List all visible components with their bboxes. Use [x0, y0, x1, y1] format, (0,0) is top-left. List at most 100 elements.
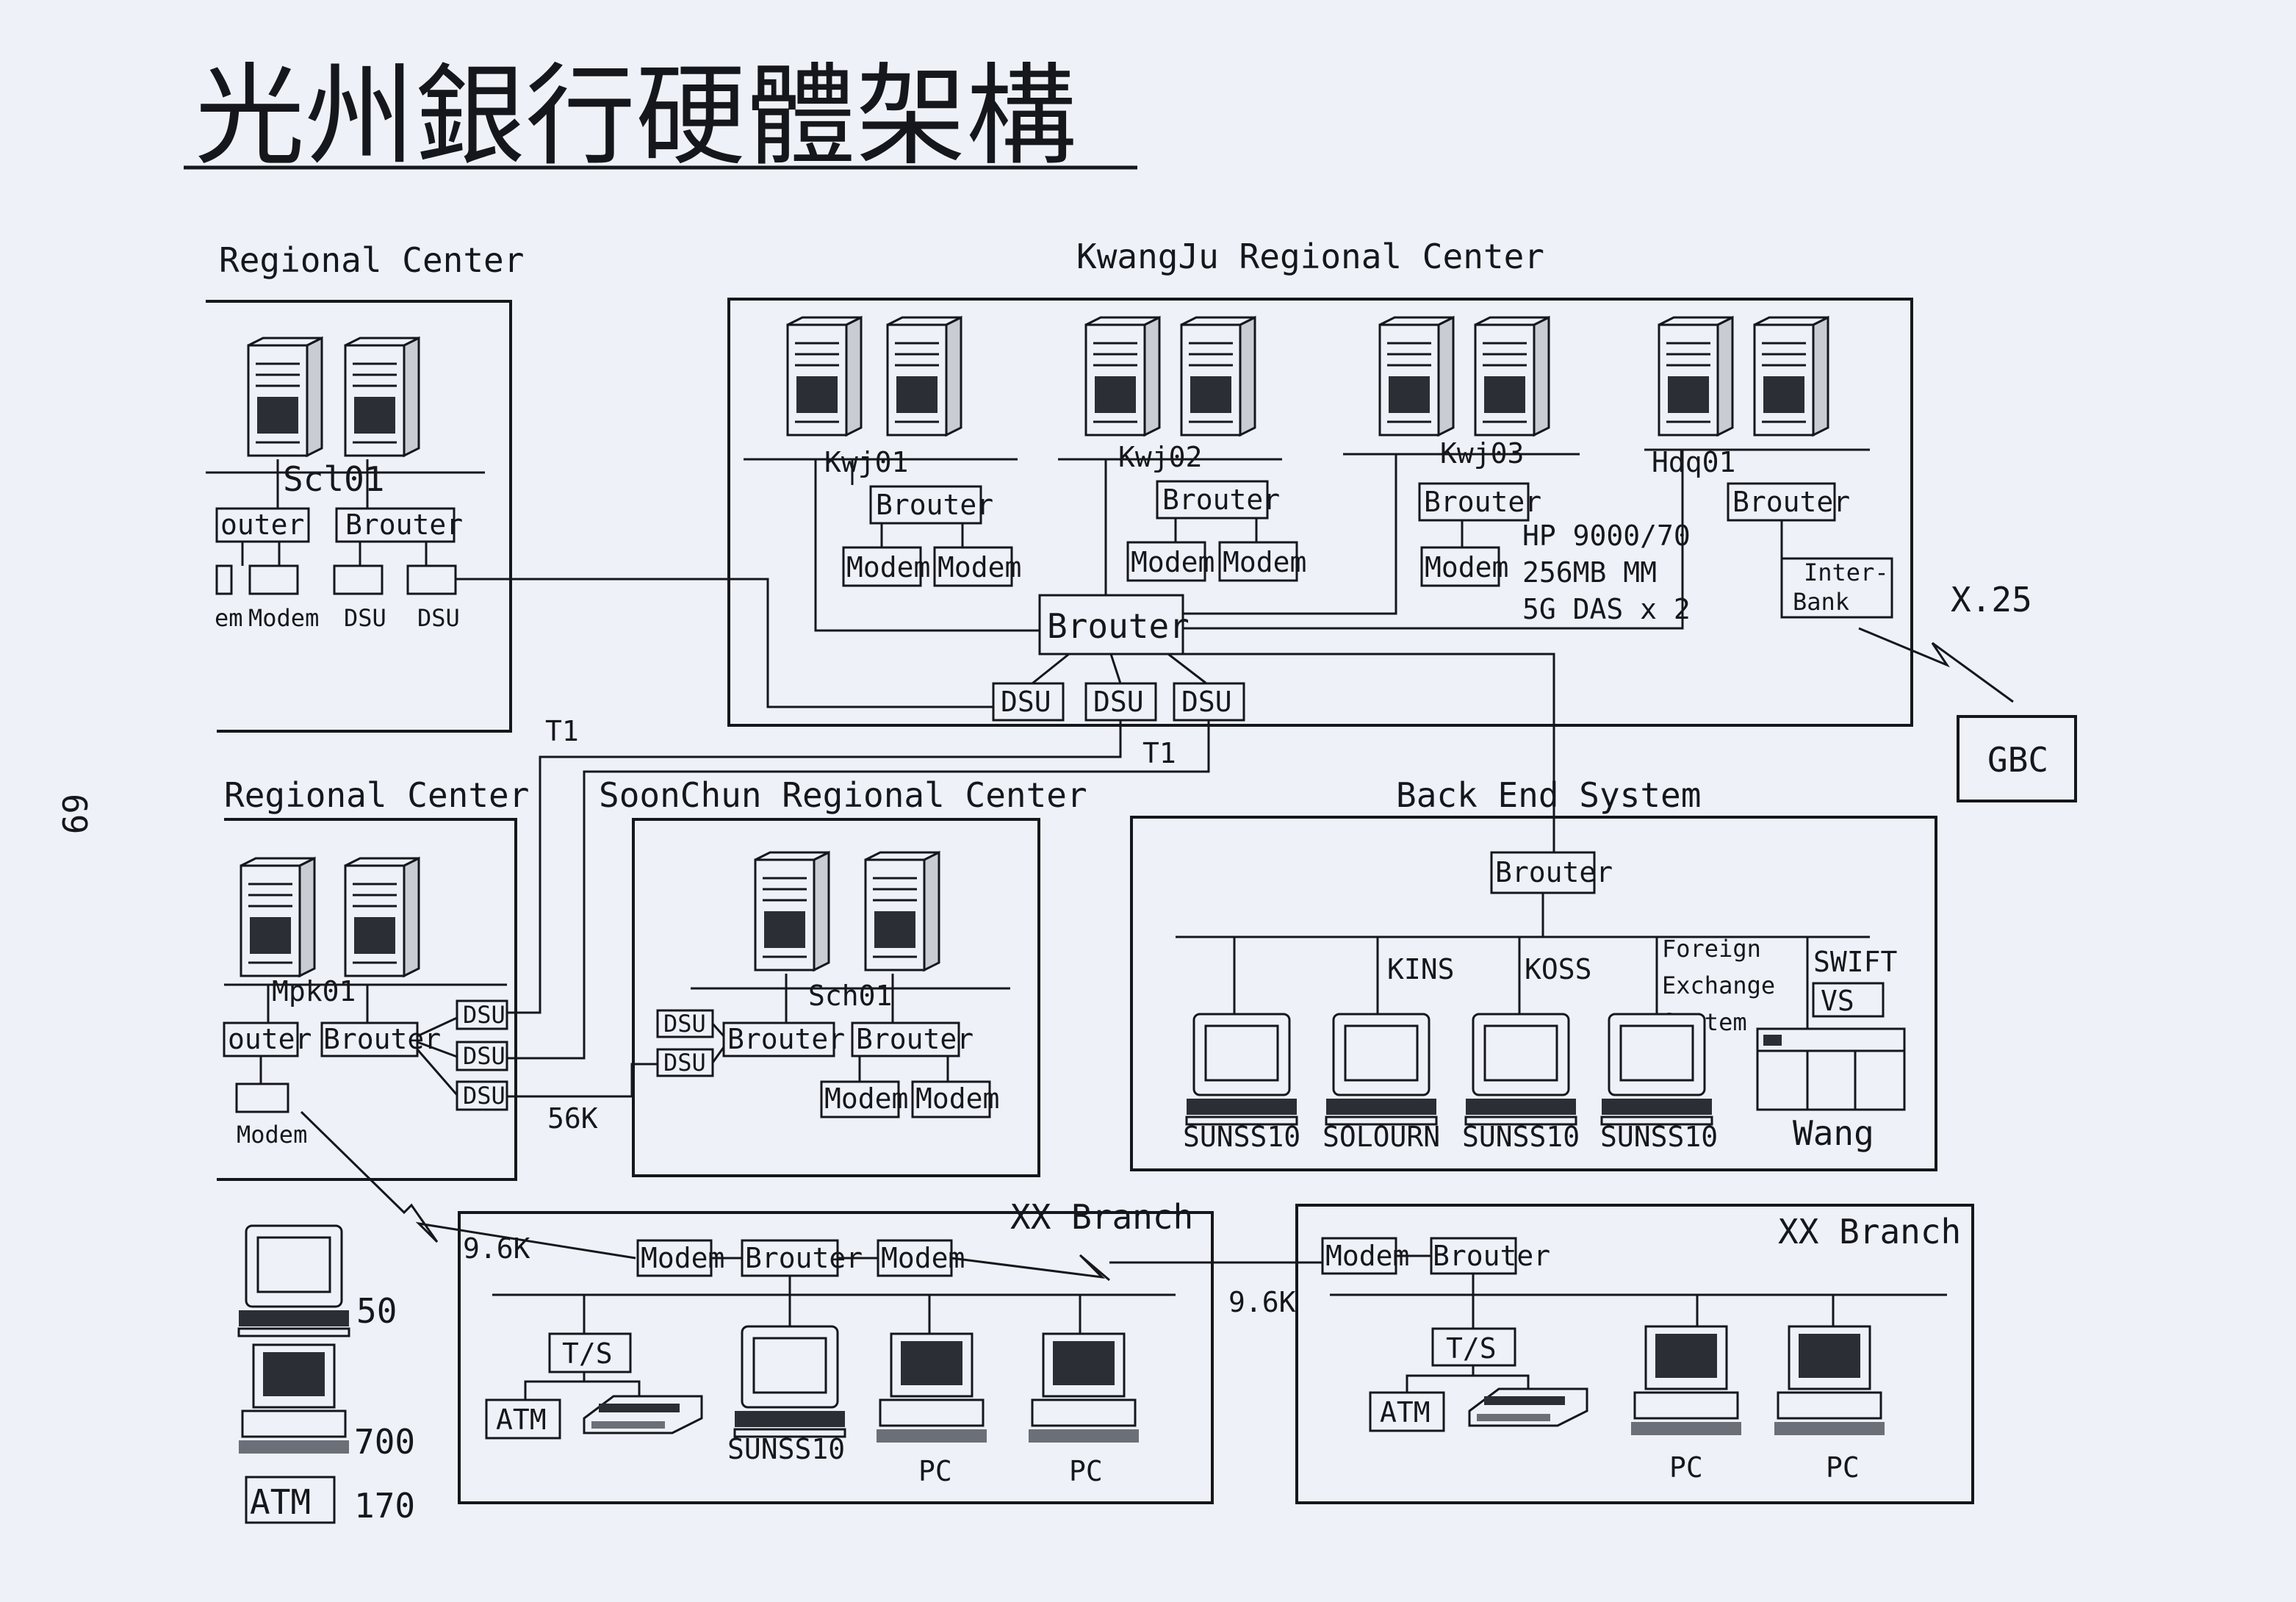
rc-mid-modem: Modem: [237, 1121, 307, 1149]
branch-right-modem: Modem: [1325, 1240, 1409, 1272]
kwj-router-1: Brouter: [876, 489, 993, 521]
spec-line-2: 256MB MM: [1522, 556, 1657, 589]
branch-left-frame: [458, 1211, 1214, 1504]
rc-mid-dsu-1: DSU: [463, 1001, 505, 1029]
rc-mid-frame: [217, 818, 517, 1181]
backend-machine-3: SUNSS10: [1462, 1121, 1580, 1153]
branch-left-modem-1: Modem: [641, 1242, 724, 1274]
branch-right-atm: ATM: [1380, 1396, 1430, 1429]
router-box: [223, 1021, 299, 1057]
server-icon: [754, 851, 830, 971]
soonchun-title: SoonChun Regional Center: [599, 775, 1087, 815]
brouter-box: [722, 1021, 835, 1057]
terminal-legend-icon: [237, 1224, 350, 1337]
kwj-modem-2: Modem: [938, 551, 1021, 583]
interbank-box: [1780, 557, 1893, 619]
host-kwj03: Kwj03: [1440, 437, 1524, 470]
modem-box: [933, 546, 1013, 587]
rc-top-modem-1: em: [215, 604, 243, 632]
page-number: 69: [54, 794, 94, 834]
gbc-label: GBC: [1987, 740, 2048, 780]
backend-frame: [1130, 816, 1937, 1171]
rc-top-dsu-1: DSU: [344, 604, 386, 632]
server-icon: [247, 337, 323, 457]
backend-koss: KOSS: [1525, 953, 1592, 985]
branch-left-device-2: PC: [918, 1455, 952, 1487]
printer-icon: [1468, 1387, 1588, 1427]
interbank-line-2: Bank: [1793, 588, 1849, 616]
backend-title: Back End System: [1396, 775, 1701, 815]
server-icon: [886, 316, 962, 437]
rc-top-router-2: Brouter: [345, 509, 463, 541]
kwj-modem-3: Modem: [1131, 546, 1214, 578]
rc-top-dsu-2: DSU: [417, 604, 460, 632]
brouter-box: [1156, 480, 1269, 520]
workstation-icon: [1325, 1013, 1438, 1126]
soonchun-host: Sch01: [808, 980, 892, 1012]
brouter-box: [869, 485, 982, 525]
atm-box: [485, 1398, 561, 1440]
server-icon: [1180, 316, 1256, 437]
legend-atm-count: 170: [354, 1486, 415, 1526]
workstation-icon: [733, 1325, 846, 1438]
spec-line-1: HP 9000/70: [1522, 520, 1691, 552]
brouter-box: [741, 1239, 839, 1277]
modem-box: [235, 1082, 289, 1113]
rc-mid-router-2: Brouter: [323, 1023, 441, 1055]
rc-top-title: Regional Center: [219, 240, 524, 280]
backend-foreign: Foreign: [1662, 935, 1761, 963]
host-hdq01: Hdq01: [1652, 446, 1735, 478]
workstation-icon: [1464, 1013, 1577, 1126]
pc-legend-icon: [237, 1343, 350, 1455]
backend-kins: KINS: [1387, 953, 1455, 985]
rc-top-modem-2: Modem: [248, 604, 319, 632]
modem-box: [911, 1080, 991, 1118]
sch-modem-2: Modem: [915, 1082, 999, 1115]
dsu-box: [333, 564, 384, 595]
t1-label-1: T1: [545, 715, 579, 747]
server-icon: [864, 851, 940, 971]
dsu-box: [406, 564, 457, 595]
modem-box: [1218, 541, 1298, 582]
branch-left-atm: ATM: [496, 1404, 547, 1436]
x25-label: X.25: [1951, 580, 2032, 619]
modem-box: [1420, 546, 1500, 587]
branch-left-device-3: PC: [1069, 1455, 1103, 1487]
rc-mid-title: Regional Center: [224, 775, 529, 815]
branch-left-device-1: SUNSS10: [727, 1433, 845, 1465]
main-brouter-box: [1038, 594, 1184, 655]
brouter-box: [320, 1021, 419, 1057]
workstation-icon: [1185, 1013, 1298, 1126]
server-icon: [344, 337, 420, 457]
branch-right-ts: T/S: [1446, 1332, 1497, 1365]
backend-swift: SWIFT: [1813, 946, 1897, 978]
kwj-dsu-1: DSU: [1001, 686, 1051, 718]
kwj-main-router: Brouter: [1047, 606, 1190, 646]
branch-left-title: XX Branch: [1010, 1197, 1193, 1237]
brouter-box: [1430, 1237, 1517, 1275]
sch-router-1: Brouter: [727, 1023, 845, 1055]
vs-box: [1812, 982, 1885, 1018]
brouter-box: [335, 507, 456, 543]
kwj-router-3: Brouter: [1424, 486, 1541, 518]
brouter-box: [1727, 482, 1836, 522]
server-icon: [344, 857, 420, 977]
modem-box: [1126, 541, 1206, 582]
brouter-box: [851, 1021, 960, 1057]
legend-atm-label: ATM: [250, 1482, 311, 1522]
host-kwj01: Kwj01: [824, 446, 908, 478]
server-icon: [1378, 316, 1455, 437]
server-icon: [1753, 316, 1829, 437]
server-icon: [240, 857, 316, 977]
backend-exchange: Exchange: [1662, 971, 1775, 999]
soonchun-frame: [632, 818, 1040, 1177]
gbc-box: [1957, 715, 2077, 802]
server-icon: [1474, 316, 1550, 437]
interbank-line-1: Inter-: [1804, 558, 1889, 586]
branch-right-device-2: PC: [1826, 1451, 1860, 1484]
modem-box: [636, 1239, 713, 1277]
rc-mid-dsu-2: DSU: [463, 1042, 505, 1070]
rc-top-host: Scl01: [283, 459, 384, 499]
